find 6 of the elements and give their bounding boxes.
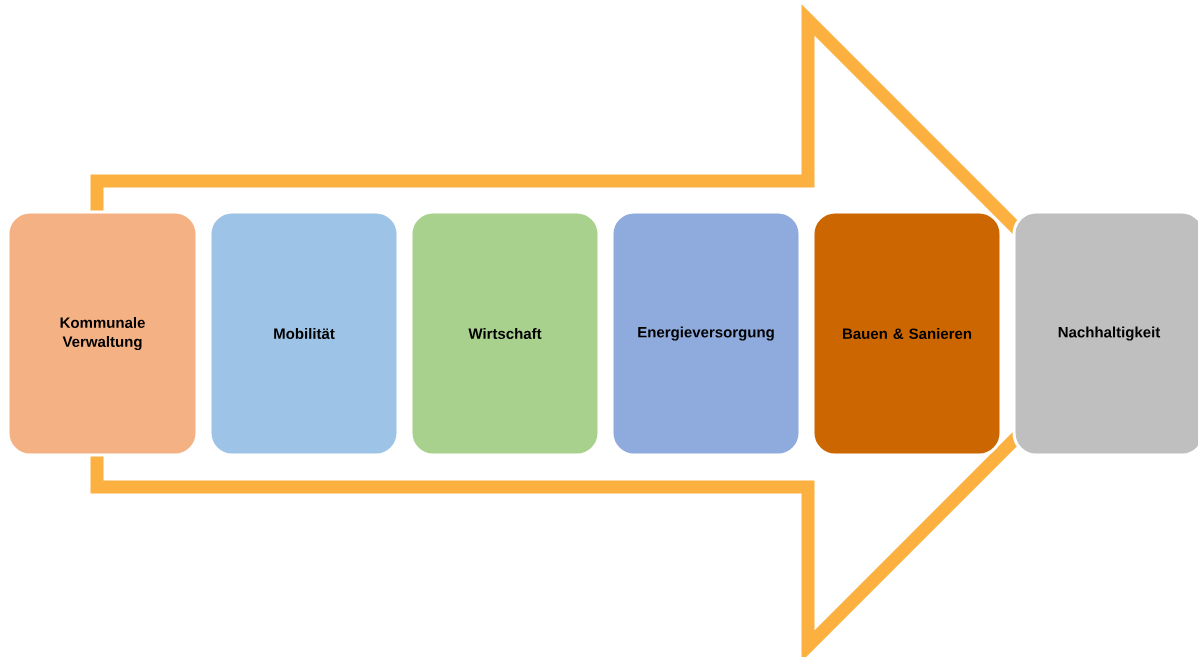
topic-box: Nachhaltigkeit — [1012, 210, 1198, 457]
topic-box: Kommunale Verwaltung — [6, 210, 199, 457]
topic-box: Bauen & Sanieren — [811, 210, 1003, 457]
topic-box: Energieversorgung — [610, 210, 802, 457]
topic-box: Mobilität — [208, 210, 400, 457]
topic-box: Wirtschaft — [409, 210, 601, 457]
